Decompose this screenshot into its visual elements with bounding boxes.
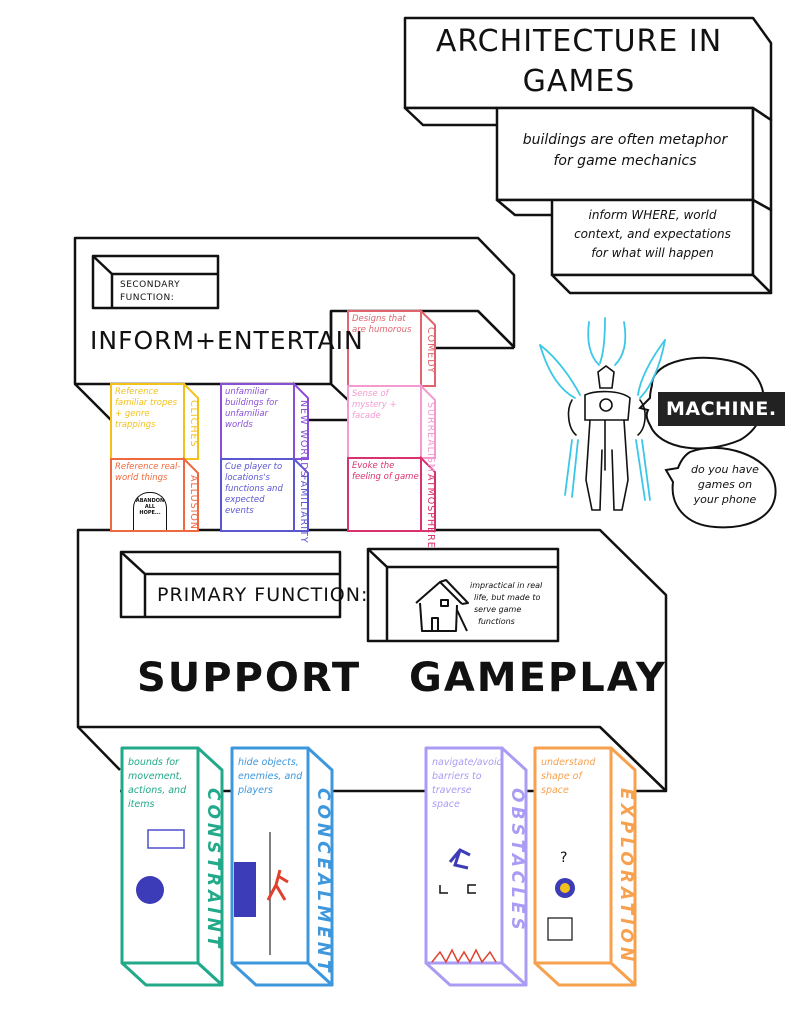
metaphor-line-2: for game mechanics: [553, 153, 697, 169]
card-outline-surrealism: [347, 383, 436, 459]
question-line-2: games on: [697, 478, 753, 491]
card-outline-atmosphere: [347, 455, 436, 532]
card-title: ALLUSION: [188, 475, 199, 530]
card-description: Cue player to locations's functions and …: [225, 462, 283, 516]
jumper-doodle: [448, 848, 471, 870]
robot-doodle: [136, 876, 164, 904]
card-title: SURREALISM: [425, 402, 436, 474]
secondary-label-line-1: SECONDARY: [120, 280, 181, 290]
card-description: Reference familiar tropes + genre trappi…: [115, 387, 178, 430]
crate-doodle: [147, 829, 185, 849]
card-title: ATMOSPHERE: [425, 474, 436, 549]
house-note-line-1: impractical in real: [470, 581, 543, 590]
card-title: COMEDY: [425, 327, 436, 374]
card-title: FAMILIARITY: [298, 475, 309, 544]
card-outline-cliches: [110, 381, 199, 460]
card-description: Reference real-world things: [115, 462, 181, 483]
title-line-1: ARCHITECTURE IN: [435, 24, 723, 59]
card-outline-comedy: [347, 308, 436, 387]
column-description: understand shape of space: [541, 757, 596, 796]
secondary-card: unfamiliar buildings for unfamiliar worl…: [221, 384, 309, 478]
map-doodle: [547, 917, 573, 941]
column-description: hide objects, enemies, and players: [238, 757, 303, 796]
inform-box: [550, 198, 773, 295]
column-title: CONSTRAINT: [203, 788, 223, 952]
column-description: navigate/avoid barriers to traverse spac…: [432, 757, 503, 810]
secondary-function-label: SECONDARY FUNCTION:: [120, 279, 180, 305]
explorer-eye-doodle: [560, 883, 570, 893]
fire-doodle: [431, 948, 497, 964]
card-title: CLICHES: [188, 400, 199, 448]
metaphor-line-1: buildings are often metaphor: [522, 132, 728, 148]
archway-sign: ABANDON ALL HOPE...: [133, 492, 167, 530]
card-description: Evoke the feeling of game: [352, 461, 419, 482]
question-mark-doodle: ?: [560, 850, 567, 866]
question-bubble: [664, 446, 777, 529]
secondary-card: Sense of mystery + facade SURREALISM: [348, 386, 436, 473]
secondary-heading: INFORM+ENTERTAIN: [90, 326, 364, 355]
house-sketch: [415, 579, 469, 632]
hiding-robot-doodle: [234, 862, 256, 917]
card-title: NEW WORLDS: [298, 400, 309, 478]
house-note-line-3: serve game: [470, 604, 560, 616]
inform-line-3: for what will happen: [591, 246, 714, 260]
title-line-2: GAMES: [522, 64, 636, 99]
machine-badge: MACHINE.: [658, 392, 785, 426]
robot-knight-sketch: [539, 317, 666, 511]
house-note-line-3-text: serve game: [474, 605, 522, 614]
runner-doodle: [266, 869, 289, 901]
house-note-line-2: life, but made to: [474, 593, 541, 602]
page-title: ARCHITECTURE IN GAMES: [405, 22, 753, 102]
question-bubble-text: do you have games on your phone: [680, 462, 770, 507]
column-outline-constraint: [120, 746, 224, 987]
inform-note: inform WHERE, world context, and expecta…: [552, 206, 753, 263]
primary-heading: SUPPORT GAMEPLAY: [137, 655, 667, 701]
house-note-line-4: functions: [478, 617, 515, 626]
question-line-1: do you have: [691, 463, 759, 476]
house-note-box: [366, 547, 560, 643]
platforms-doodle: [439, 884, 476, 894]
secondary-card: Cue player to locations's functions and …: [221, 459, 309, 544]
secondary-card: Reference familiar tropes + genre trappi…: [111, 384, 199, 459]
inform-line-2: context, and expectations: [574, 227, 731, 241]
question-line-3: your phone: [693, 493, 757, 506]
secondary-label-box: [91, 254, 220, 310]
card-description: Designs that are humorous: [352, 314, 412, 335]
card-description: unfamiliar buildings for unfamiliar worl…: [225, 387, 278, 430]
card-outline-familiarity: [220, 456, 309, 532]
column-description: bounds for movement, actions, and items: [128, 757, 187, 810]
column-title: OBSTACLES: [507, 788, 527, 934]
primary-function-label: PRIMARY FUNCTION:: [157, 584, 369, 606]
column-outline-obstacles: [424, 746, 528, 987]
secondary-label-line-2: FUNCTION:: [120, 293, 175, 303]
metaphor-note: buildings are often metaphor for game me…: [497, 130, 753, 172]
house-note: impractical in real life, but made to se…: [470, 580, 560, 628]
card-description: Sense of mystery + facade: [352, 389, 397, 421]
primary-column: navigate/avoid barriers to traverse spac…: [426, 748, 527, 985]
column-title: CONCEALMENT: [313, 788, 333, 976]
column-title: EXPLORATION: [616, 788, 636, 966]
column-doodles: ?: [136, 829, 575, 964]
primary-label-box: [119, 550, 342, 619]
inform-line-1: inform WHERE, world: [588, 208, 717, 222]
